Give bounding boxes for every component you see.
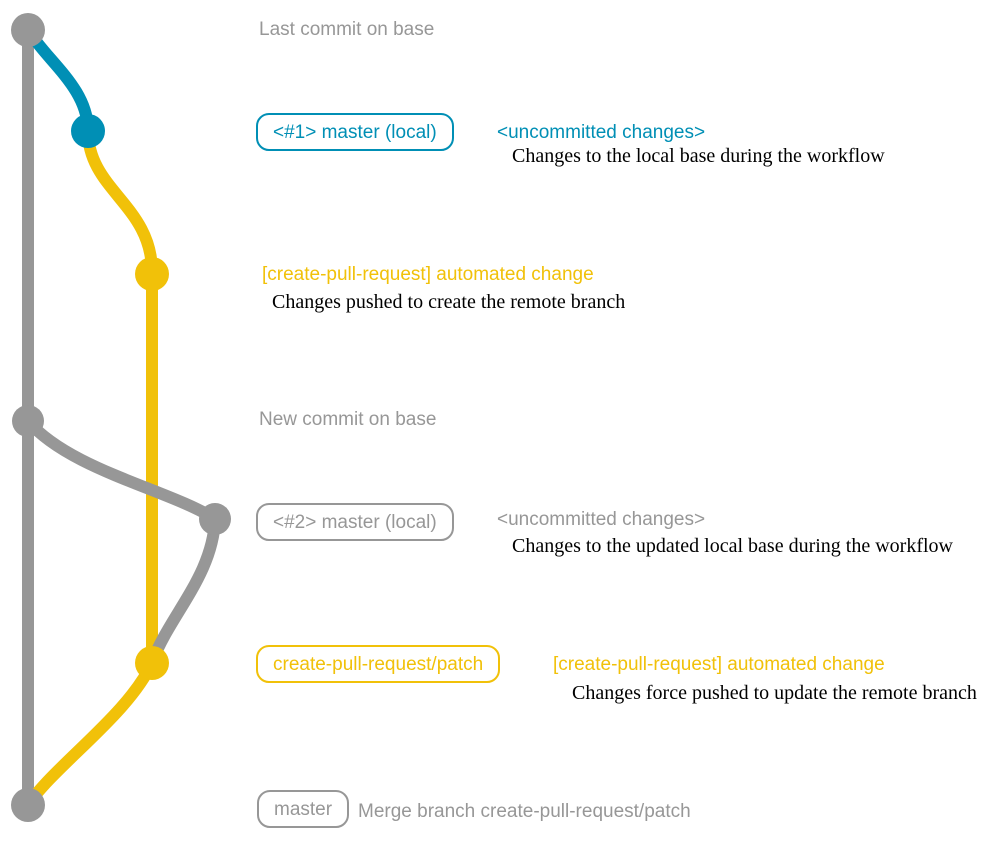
commit-dot-create-pr-1 [135,257,169,291]
commit-detail-automated-1: Changes pushed to create the remote bran… [272,291,626,313]
commit-message-merge: Merge branch create-pull-request/patch [358,801,691,822]
local-master-branch-curve [22,24,94,137]
patch-merge-curve [22,657,158,811]
commit-message-uncommitted-2: <uncommitted changes> [497,509,706,530]
branch-badge-master-local-2: <#2> master (local) [256,503,454,541]
commit-message-uncommitted-1: <uncommitted changes> [497,122,706,143]
branch-badge-master-local-1: <#1> master (local) [256,113,454,151]
rebased-local-branch-curve [22,415,221,525]
patch-branch-curve-top [82,125,158,278]
branch-badge-master: master [257,790,350,828]
commit-dot-master-local-2 [199,503,231,535]
commit-message-automated-2: [create-pull-request] automated change [553,654,885,675]
commit-detail-uncommitted-1: Changes to the local base during the wor… [512,145,885,167]
commit-label-new-base: New commit on base [259,409,437,430]
commit-dot-last-base [11,13,45,47]
commit-detail-uncommitted-2: Changes to the updated local base during… [512,535,953,557]
commit-dot-create-pr-2 [135,646,169,680]
commit-detail-automated-2: Changes force pushed to update the remot… [572,682,977,704]
commit-dot-merge [11,788,45,822]
commit-dot-new-base [12,405,44,437]
commit-dot-master-local-1 [71,114,105,148]
commit-label-last-base: Last commit on base [259,19,435,40]
commit-message-automated-1: [create-pull-request] automated change [262,264,594,285]
branch-badge-create-pull-request-patch: create-pull-request/patch [256,645,501,683]
rebased-to-patch-curve [147,513,221,666]
